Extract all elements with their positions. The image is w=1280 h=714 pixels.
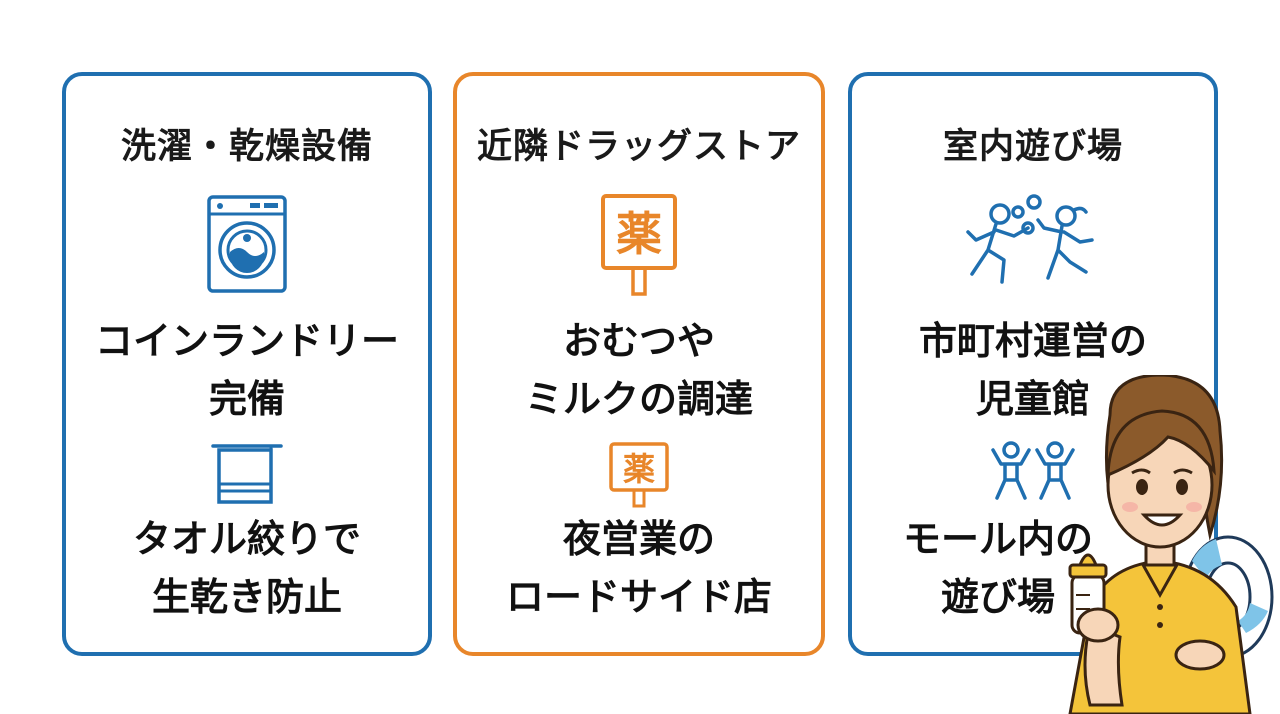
card-laundry: 洗濯・乾燥設備 コインランドリー 完備 タオル絞りで 生乾き防止 [62,72,432,656]
children-playing-ball-icon [966,194,1094,284]
card-title: 洗濯・乾燥設備 [120,127,373,167]
sign-text: 薬 [623,450,655,488]
washing-machine-icon [207,195,287,293]
towel-icon [211,444,283,504]
laundry-feature-2: タオル絞りで 生乾き防止 [132,517,361,619]
playground-feature-1: 市町村運営の 児童館 [918,319,1147,421]
laundry-feature-1: コインランドリー 完備 [94,319,399,421]
playground-feature-2: モール内の 遊び場 [902,517,1093,619]
drugstore-feature-2: 夜営業の ロードサイド店 [505,517,772,619]
pharmacy-sign-small-icon: 薬 [609,442,669,508]
pharmacy-sign-icon: 薬 [601,194,677,296]
card-drugstore: 近隣ドラッグストア 薬 おむつや ミルクの調達 薬 夜営業の ロードサイド店 [453,72,825,656]
sign-text: 薬 [616,207,662,261]
mother-illustration [1068,375,1274,714]
drugstore-feature-1: おむつや ミルクの調達 [524,319,753,421]
children-jumping-icon [991,441,1075,500]
card-title: 近隣ドラッグストア [476,127,801,167]
card-title: 室内遊び場 [942,127,1123,167]
